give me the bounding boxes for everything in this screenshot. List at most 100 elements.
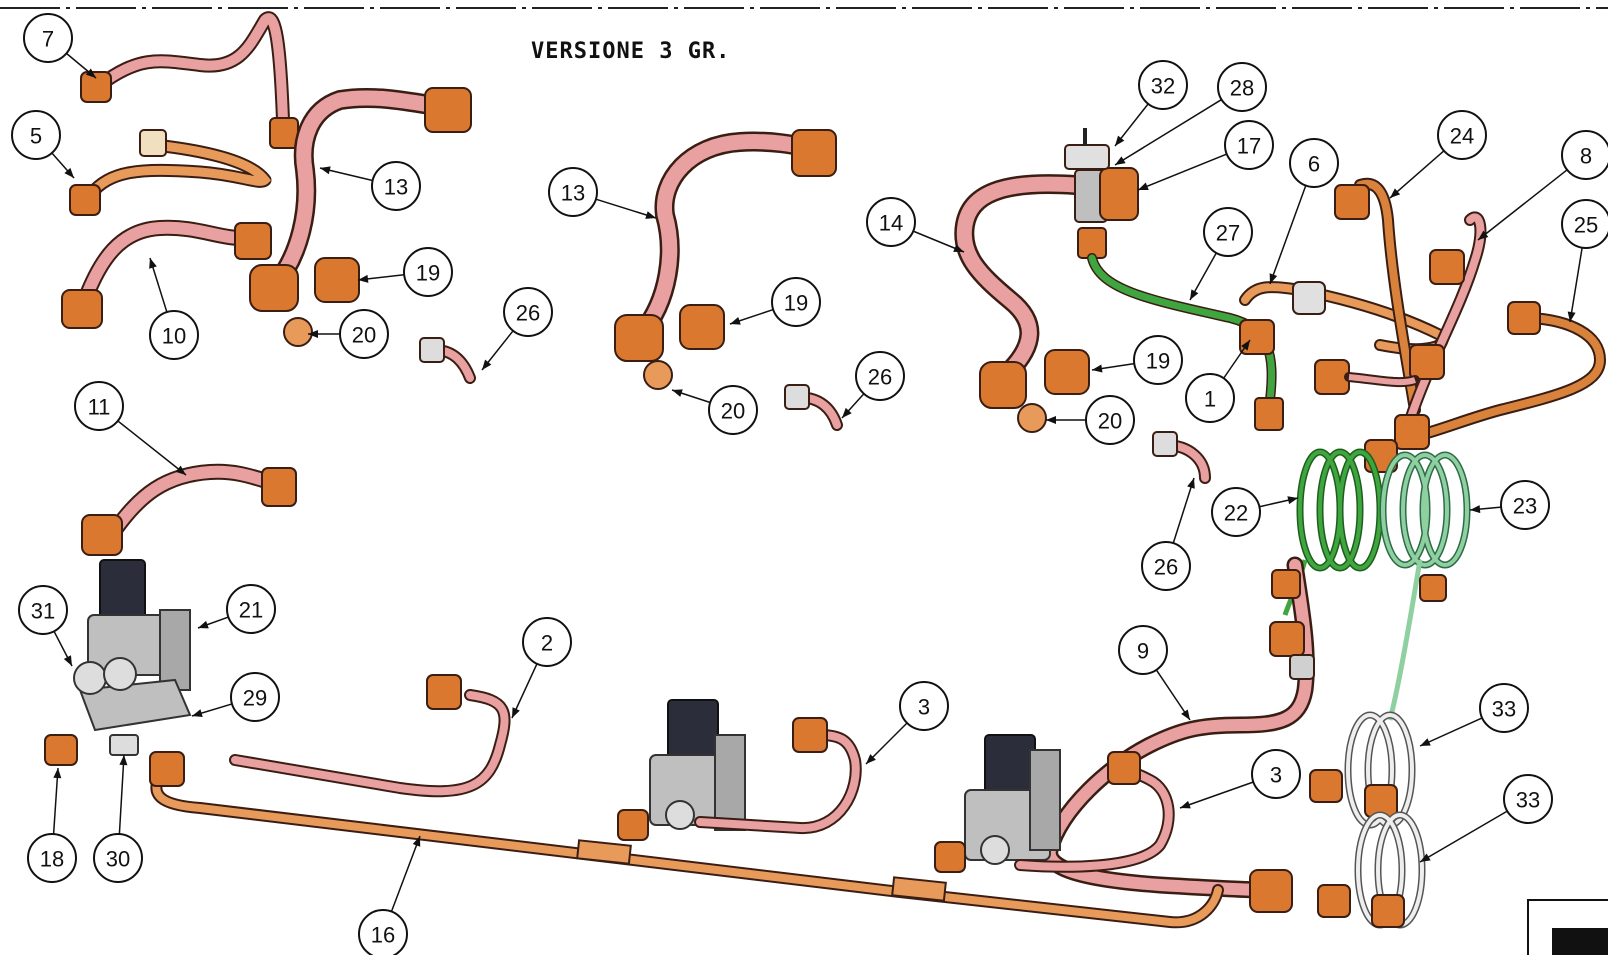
balloon-circle bbox=[708, 385, 758, 435]
balloon-circle bbox=[1224, 120, 1274, 170]
arrowhead-b3a bbox=[866, 754, 876, 764]
leader-lines bbox=[51, 52, 1583, 912]
balloon-b31: 31 bbox=[18, 585, 68, 635]
balloon-circle bbox=[226, 584, 276, 634]
arrowhead-b16 bbox=[412, 836, 421, 847]
balloon-b33b: 33 bbox=[1503, 774, 1553, 824]
balloon-circle bbox=[1141, 541, 1191, 591]
valve-right bbox=[934, 734, 1061, 873]
pipe-24 bbox=[1334, 177, 1421, 416]
balloon-label: 17 bbox=[1237, 134, 1261, 159]
arrowhead-b3b bbox=[1180, 800, 1191, 809]
balloon-b19c: 19 bbox=[1133, 335, 1183, 385]
arrowhead-b13b bbox=[645, 211, 656, 219]
balloon-circle bbox=[74, 381, 124, 431]
arrowhead-b26a bbox=[482, 359, 492, 370]
arrowhead-b31 bbox=[63, 655, 72, 666]
arrowhead-b5 bbox=[64, 167, 74, 178]
leader-b24 bbox=[1389, 150, 1445, 199]
leader-b13b bbox=[595, 198, 657, 219]
arrowhead-b17 bbox=[1138, 182, 1149, 190]
balloon-b25: 25 bbox=[1561, 199, 1608, 249]
balloon-b26c: 26 bbox=[1141, 541, 1191, 591]
balloon-b29: 29 bbox=[230, 672, 280, 722]
balloon-label: 26 bbox=[1154, 555, 1178, 580]
balloon-circle bbox=[522, 617, 572, 667]
elbow-26-b bbox=[784, 384, 843, 431]
pipe-7 bbox=[80, 11, 299, 149]
balloon-b17: 17 bbox=[1224, 120, 1274, 170]
arrowhead-b11 bbox=[175, 465, 186, 475]
arrowhead-b33b bbox=[1420, 853, 1431, 862]
balloon-label: 19 bbox=[784, 291, 808, 316]
balloon-b9: 9 bbox=[1118, 625, 1168, 675]
pipe-5 bbox=[69, 129, 272, 216]
valve-17 bbox=[1064, 128, 1139, 259]
pipes bbox=[44, 11, 1608, 955]
balloon-label: 11 bbox=[88, 395, 111, 420]
balloon-label: 2 bbox=[541, 631, 553, 656]
coil-33-lower bbox=[1317, 811, 1426, 929]
balloon-b23: 23 bbox=[1500, 480, 1550, 530]
balloon-circle bbox=[1479, 683, 1529, 733]
balloon-b26b: 26 bbox=[855, 351, 905, 401]
balloon-label: 32 bbox=[1151, 74, 1175, 99]
coil-23 bbox=[1379, 451, 1471, 721]
pipe-2 bbox=[229, 674, 511, 798]
leader-b25 bbox=[1569, 247, 1583, 323]
balloon-b6: 6 bbox=[1289, 138, 1339, 188]
balloon-circle bbox=[1185, 373, 1235, 423]
balloon-b19a: 19 bbox=[403, 247, 453, 297]
arrowhead-b10 bbox=[149, 258, 157, 269]
arrowhead-b22 bbox=[1287, 496, 1298, 505]
pipe-9 bbox=[1041, 556, 1315, 913]
balloon-b5: 5 bbox=[11, 110, 61, 160]
arrowhead-b29 bbox=[192, 709, 203, 717]
balloon-circle bbox=[1251, 749, 1301, 799]
balloon-circle bbox=[149, 310, 199, 360]
balloon-b3a: 3 bbox=[899, 681, 949, 731]
balloon-b3b: 3 bbox=[1251, 749, 1301, 799]
balloon-b2: 2 bbox=[522, 617, 572, 667]
balloon-b16: 16 bbox=[358, 909, 408, 955]
balloon-label: 20 bbox=[1098, 409, 1122, 434]
arrowhead-b9 bbox=[1181, 709, 1190, 720]
balloon-circle bbox=[855, 351, 905, 401]
arrowhead-b8 bbox=[1478, 230, 1489, 240]
balloon-circle bbox=[18, 585, 68, 635]
drawing-title: VERSIONE 3 GR. bbox=[531, 39, 730, 64]
balloon-label: 7 bbox=[42, 27, 54, 52]
balloon-circle bbox=[93, 833, 143, 883]
balloon-b14: 14 bbox=[866, 197, 916, 247]
balloon-circle bbox=[1500, 480, 1550, 530]
balloon-circle bbox=[548, 167, 598, 217]
balloon-label: 14 bbox=[879, 211, 903, 236]
elbow-26-a bbox=[419, 337, 476, 384]
arrowhead-b20c bbox=[1046, 416, 1056, 424]
arrowhead-b23 bbox=[1470, 505, 1481, 514]
arrowhead-b19a bbox=[358, 274, 369, 283]
leader-b33a bbox=[1419, 717, 1483, 747]
balloon-circle bbox=[358, 909, 408, 955]
balloon-b20c: 20 bbox=[1085, 395, 1135, 445]
arrowhead-b19c bbox=[1092, 364, 1103, 373]
arrowhead-b20a bbox=[308, 330, 318, 338]
balloon-b24: 24 bbox=[1437, 110, 1487, 160]
balloon-label: 8 bbox=[1580, 144, 1592, 169]
arrowhead-b33a bbox=[1420, 738, 1431, 746]
balloon-b13a: 13 bbox=[371, 161, 421, 211]
balloon-label: 25 bbox=[1574, 213, 1598, 238]
pipe-14 bbox=[954, 174, 1090, 433]
balloon-circle bbox=[899, 681, 949, 731]
title-block-corner bbox=[1527, 899, 1608, 955]
balloon-b13b: 13 bbox=[548, 167, 598, 217]
balloon-label: 9 bbox=[1137, 639, 1149, 664]
pipe-6 bbox=[1239, 281, 1449, 356]
balloon-b20a: 20 bbox=[339, 309, 389, 359]
pipe-13-middle bbox=[614, 129, 837, 390]
balloon-b33a: 33 bbox=[1479, 683, 1529, 733]
arrowhead-b24 bbox=[1390, 188, 1401, 198]
balloon-circle bbox=[503, 287, 553, 337]
balloon-b10: 10 bbox=[149, 310, 199, 360]
